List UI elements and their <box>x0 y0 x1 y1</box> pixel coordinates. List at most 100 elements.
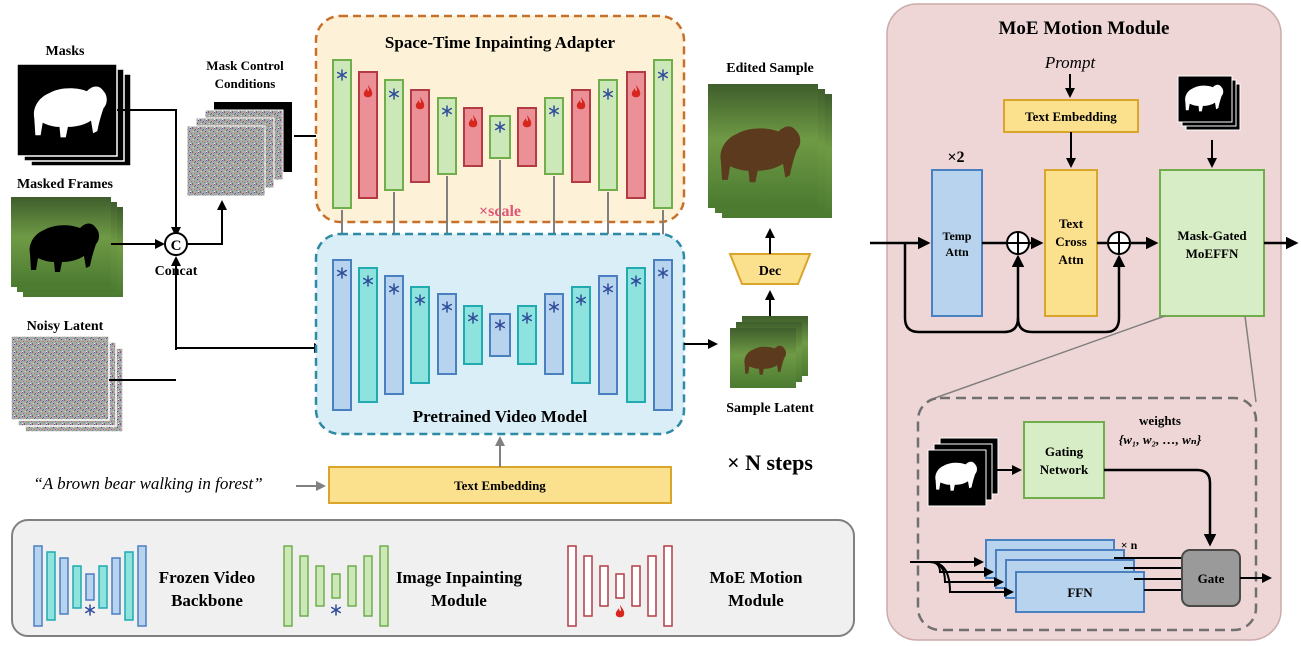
zoom-line-left <box>934 315 1166 399</box>
frozen-block <box>571 286 591 384</box>
sample-latent-stack <box>730 316 808 388</box>
inpaint-block <box>544 97 564 175</box>
frozen-block <box>384 275 404 395</box>
frozen-block <box>410 286 430 384</box>
cross-attn-label-1: Text <box>1059 216 1084 231</box>
legend-inpaint-2: Module <box>431 591 487 610</box>
pretrained-blocks <box>332 259 673 411</box>
moe-mask-image <box>1177 75 1241 131</box>
frozen-block <box>598 275 618 395</box>
noisy-latent-label: Noisy Latent <box>27 319 104 334</box>
legend-inpaint-1: Image Inpainting <box>396 568 523 587</box>
edited-sample-stack <box>708 84 832 218</box>
frozen-block <box>489 313 511 357</box>
mask-control-label-1: Mask Control <box>206 58 284 73</box>
frozen-block <box>653 259 673 411</box>
masks-stack <box>16 63 132 167</box>
text-cross-attn-block[interactable] <box>1044 169 1098 317</box>
zoom-line-right <box>1244 315 1257 403</box>
mask-gated-moeffn-block[interactable] <box>1159 169 1265 317</box>
frozen-block <box>544 293 564 375</box>
ffn-experts <box>985 539 1145 613</box>
masked-frames-stack <box>11 197 123 297</box>
gate-label: Gate <box>1198 571 1225 586</box>
plus-circle-icon <box>1107 231 1131 255</box>
masks-label: Masks <box>46 44 85 59</box>
inpaint-block <box>332 59 352 209</box>
moe-block <box>358 71 378 199</box>
legend-moe-2: Module <box>728 591 784 610</box>
detail-mask-image <box>927 437 999 507</box>
gating-label-2: Network <box>1040 462 1089 477</box>
noise-icon <box>10 335 110 421</box>
legend-moe-1: MoE Motion <box>709 568 803 587</box>
gating-label-1: Gating <box>1045 444 1084 459</box>
mask-gated-label-2: MoEFFN <box>1186 246 1239 261</box>
moe-title: MoE Motion Module <box>999 18 1170 39</box>
legend-moe-icon <box>567 545 673 627</box>
decoder-block <box>728 253 812 285</box>
n-steps-label: × N steps <box>727 450 813 475</box>
moe-block <box>517 107 537 167</box>
moeffn-detail-box <box>916 396 1258 632</box>
moe-block <box>463 107 483 167</box>
frozen-block <box>358 267 378 403</box>
weights-label: weights <box>1139 413 1181 428</box>
masked-frames-label: Masked Frames <box>17 177 114 192</box>
xn-label: × n <box>1121 538 1138 552</box>
edited-sample-label: Edited Sample <box>726 61 814 76</box>
legend-frozen-icon <box>33 545 147 627</box>
mask-gated-label-1: Mask-Gated <box>1177 228 1247 243</box>
concat-icon <box>164 232 188 256</box>
mask-control-label-2: Conditions <box>215 76 276 91</box>
moe-text-embedding-box <box>1003 99 1139 133</box>
legend-frozen-2: Backbone <box>171 591 243 610</box>
legend-box <box>11 519 855 637</box>
inpaint-block <box>489 115 511 159</box>
inpaint-block <box>598 79 618 191</box>
moe-prompt: Prompt <box>1044 53 1097 72</box>
weights-set-label: {w₁, w₂, …, wₙ} <box>1119 432 1202 447</box>
inpaint-block <box>437 97 457 175</box>
inpaint-block <box>653 59 673 209</box>
ffn-block[interactable] <box>1015 571 1145 613</box>
prompt-text: “A brown bear walking in forest” <box>33 474 262 493</box>
cross-attn-label-2: Cross <box>1055 234 1087 249</box>
decoder-label: Dec <box>759 264 782 279</box>
moe-text-embedding-label: Text Embedding <box>1025 109 1117 124</box>
concat-symbol: C <box>171 238 182 254</box>
mask-control-stack <box>186 102 292 197</box>
moe-block <box>410 89 430 183</box>
text-embedding-label: Text Embedding <box>454 478 546 493</box>
scale-label: ×scale <box>479 203 521 220</box>
sample-latent-label: Sample Latent <box>726 401 814 416</box>
gating-network-block[interactable] <box>1023 421 1105 499</box>
temp-attn-block[interactable] <box>931 169 983 317</box>
ffn-input-arrows <box>910 557 1014 597</box>
adapter-blocks <box>332 59 673 209</box>
legend-inpaint-icon <box>283 545 389 627</box>
frozen-block <box>626 267 646 403</box>
temp-attn-label-2: Attn <box>945 245 969 259</box>
gating-to-gate-arrow <box>1104 468 1217 547</box>
frozen-block <box>332 259 352 411</box>
legend-frozen-1: Frozen Video <box>159 568 255 587</box>
cross-attn-label-3: Attn <box>1058 252 1084 267</box>
adapter-title: Space-Time Inpainting Adapter <box>385 33 616 52</box>
concat-node: C <box>164 232 188 256</box>
pretrained-title: Pretrained Video Model <box>413 407 588 426</box>
text-embedding-box <box>328 466 672 504</box>
noisy-latent-stack <box>10 335 124 433</box>
moe-block <box>571 89 591 183</box>
moe-flow-arrows <box>870 236 1299 334</box>
plus-circle-icon <box>1006 231 1030 255</box>
ffn-output-lines <box>1114 557 1182 591</box>
moe-block <box>626 71 646 199</box>
frozen-block <box>437 293 457 375</box>
temp-attn-label-1: Temp <box>943 229 972 243</box>
inpaint-block <box>384 79 404 191</box>
ffn-label: FFN <box>1067 585 1093 600</box>
moe-x2: ×2 <box>947 149 964 166</box>
